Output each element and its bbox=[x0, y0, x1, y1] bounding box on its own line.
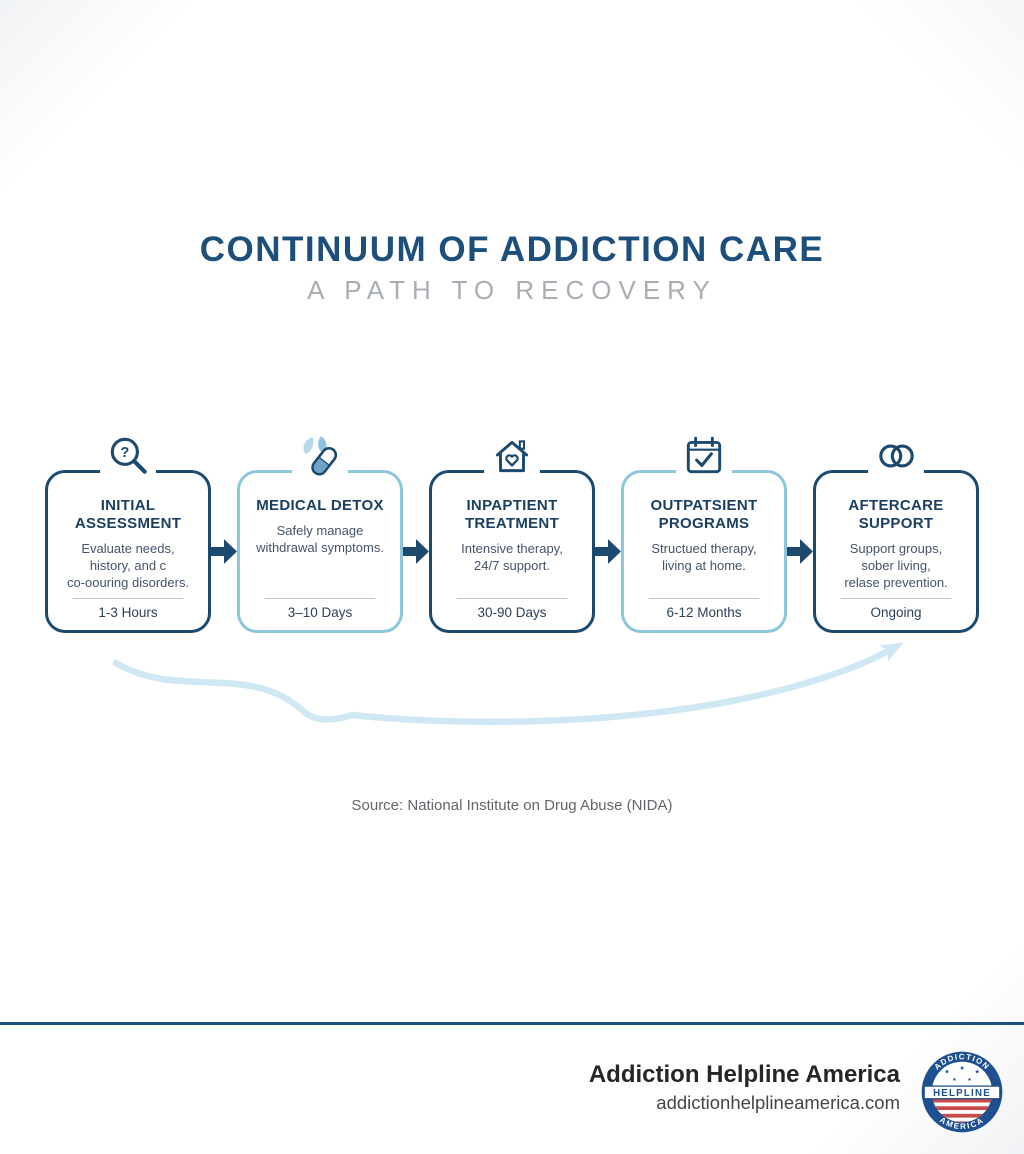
detox-leaf-pill-icon bbox=[292, 433, 348, 479]
linked-rings-icon bbox=[868, 433, 924, 479]
step-title: MEDICAL DETOX bbox=[256, 497, 384, 514]
step-description: Intensive therapy, 24/7 support. bbox=[461, 541, 563, 573]
step-duration: 3–10 Days bbox=[287, 605, 353, 620]
svg-text:★: ★ bbox=[967, 1077, 972, 1083]
step-duration: 1-3 Hours bbox=[98, 605, 158, 620]
duration-divider: Ongoing bbox=[841, 598, 951, 620]
magnifier-question-icon: ? bbox=[100, 433, 156, 479]
flow-arrow-icon bbox=[403, 539, 429, 564]
step-title: AFTERCARE SUPPORT bbox=[848, 497, 944, 532]
step-description: Support groups, sober living, relase pre… bbox=[844, 541, 948, 590]
step-duration: Ongoing bbox=[870, 605, 922, 620]
svg-text:★: ★ bbox=[974, 1069, 979, 1076]
calendar-check-icon bbox=[676, 433, 732, 479]
svg-text:★: ★ bbox=[944, 1069, 949, 1076]
step-card-medical-detox: MEDICAL DETOX Safely manage withdrawal s… bbox=[237, 433, 403, 633]
house-heart-icon bbox=[484, 433, 540, 479]
step-description: Safely manage withdrawal symptoms. bbox=[256, 523, 384, 555]
svg-text:★: ★ bbox=[952, 1077, 957, 1083]
step-card-initial-assessment: ? INITIAL ASSESSMENT Evaluate needs, his… bbox=[45, 433, 211, 633]
flow-arrow-icon bbox=[211, 539, 237, 564]
step-title: INPAPTIENT TREATMENT bbox=[464, 497, 560, 532]
duration-divider: 30-90 Days bbox=[457, 598, 567, 620]
page-subtitle: A PATH TO RECOVERY bbox=[307, 275, 717, 305]
step-duration: 30-90 Days bbox=[477, 605, 547, 620]
svg-text:★: ★ bbox=[959, 1065, 964, 1072]
footer-brand-block: Addiction Helpline America addictionhelp… bbox=[589, 1061, 900, 1114]
step-description: Evaluate needs, history, and c co-oourin… bbox=[66, 541, 190, 590]
step-card-inpatient-treatment: INPAPTIENT TREATMENT Intensive therapy, … bbox=[429, 433, 595, 633]
steps-row: ? INITIAL ASSESSMENT Evaluate needs, his… bbox=[45, 433, 979, 633]
brand-website: addictionhelplineamerica.com bbox=[656, 1092, 900, 1113]
step-description: Structued therapy, living at home. bbox=[651, 541, 757, 573]
step-title: INITIAL ASSESSMENT bbox=[74, 497, 182, 532]
source-citation: Source: National Institute on Drug Abuse… bbox=[351, 797, 673, 814]
duration-divider: 3–10 Days bbox=[265, 598, 375, 620]
page-title: CONTINUUM OF ADDICTION CARE bbox=[199, 230, 825, 269]
step-card-outpatient-programs: OUTPATSIENT PROGRAMS Structued therapy, … bbox=[621, 433, 787, 633]
footer-divider bbox=[0, 1022, 1024, 1025]
flow-arrow-icon bbox=[595, 539, 621, 564]
step-card-aftercare-support: AFTERCARE SUPPORT Support groups, sober … bbox=[813, 433, 979, 633]
duration-divider: 6-12 Months bbox=[649, 598, 759, 620]
question-glyph: ? bbox=[120, 445, 129, 461]
helpline-badge-logo: ★ ★ ★ ★ ★ ADDICTION AMERICA HELPLINE bbox=[920, 1050, 1004, 1134]
brand-name: Addiction Helpline America bbox=[588, 1061, 900, 1088]
step-duration: 6-12 Months bbox=[666, 605, 742, 620]
badge-middle-text: HELPLINE bbox=[933, 1088, 991, 1099]
duration-divider: 1-3 Hours bbox=[73, 598, 183, 620]
step-title: OUTPATSIENT PROGRAMS bbox=[650, 497, 758, 532]
flow-arrow-icon bbox=[787, 539, 813, 564]
